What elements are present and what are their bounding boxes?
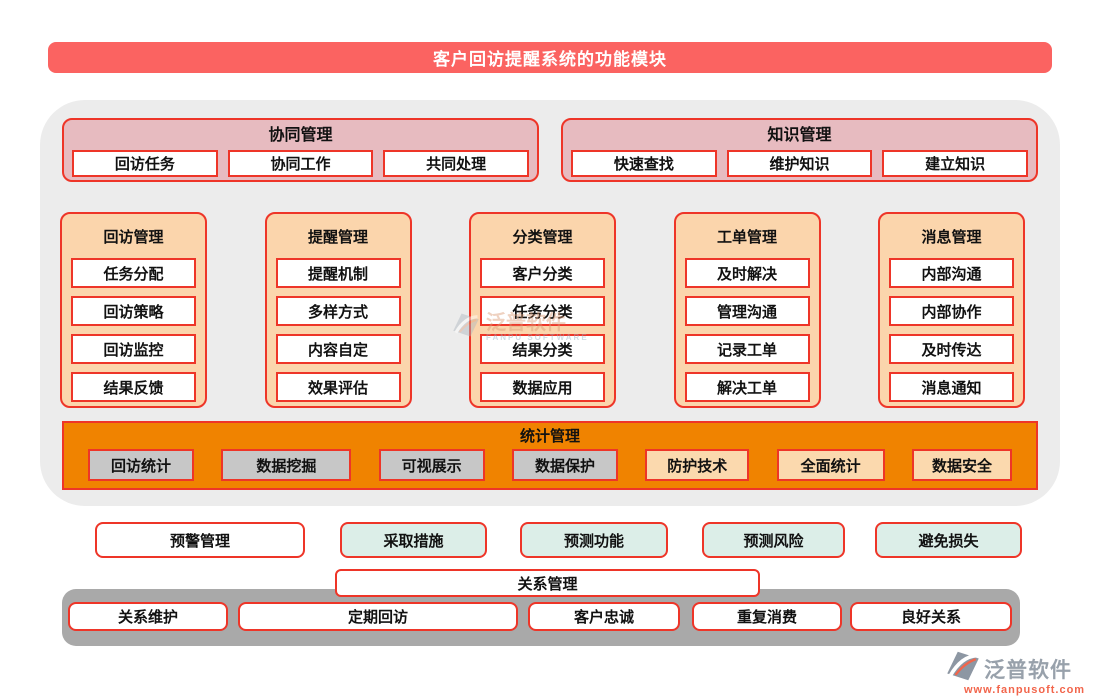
module-box: 重复消费 [692,602,842,631]
logo-text: 泛普软件 [984,658,1072,682]
module-box: 回访任务 [72,150,218,177]
fanpu-logo-icon [946,651,980,686]
module-box: 结果分类 [480,334,605,364]
module-box: 效果评估 [275,372,401,402]
columns-row: 回访管理 任务分配 回访策略 回访监控 结果反馈 提醒管理 提醒机制 多样方式 … [60,212,1025,408]
module-box: 及时传达 [889,334,1014,364]
module-box: 管理沟通 [684,296,810,326]
module-box: 良好关系 [850,602,1012,631]
module-box: 多样方式 [275,296,401,326]
column-items: 及时解决 管理沟通 记录工单 解决工单 [684,258,810,402]
group-items: 回访任务 协同工作 共同处理 [72,150,530,177]
module-box: 记录工单 [684,334,810,364]
forecast-risk-box: 预测风险 [702,522,845,558]
module-box: 回访监控 [71,334,196,364]
group-collaboration: 协同管理 回访任务 协同工作 共同处理 [62,118,539,182]
column-message-mgmt: 消息管理 内部沟通 内部协作 及时传达 消息通知 [878,212,1025,408]
column-header: 提醒管理 [307,229,368,246]
module-box: 任务分配 [71,258,196,288]
module-box: 全面统计 [776,449,885,481]
module-box: 快速查找 [571,150,717,177]
module-box: 维护知识 [726,150,873,177]
forecast-function-box: 预测功能 [520,522,668,558]
statistics-bar: 统计管理 回访统计 数据挖掘 可视展示 数据保护 防护技术 全面统计 数据安全 [62,421,1038,490]
module-box: 建立知识 [882,150,1029,177]
fanpu-logo: 泛普软件 www.fanpusoft.com [946,651,1096,696]
avoid-loss-box: 避免损失 [875,522,1022,558]
top-groups-row: 协同管理 回访任务 协同工作 共同处理 知识管理 快速查找 维护知识 建立知识 [62,118,1038,182]
column-visit-mgmt: 回访管理 任务分配 回访策略 回访监控 结果反馈 [60,212,207,408]
column-category-mgmt: 分类管理 客户分类 任务分类 结果分类 数据应用 [469,212,616,408]
module-box: 客户分类 [480,258,605,288]
module-box: 消息通知 [889,372,1014,402]
column-items: 内部沟通 内部协作 及时传达 消息通知 [889,258,1014,402]
relation-mgmt-header: 关系管理 [335,569,760,597]
modules-container: 协同管理 回访任务 协同工作 共同处理 知识管理 快速查找 维护知识 建立知识 … [40,100,1060,506]
group-header: 知识管理 [767,127,832,144]
column-header: 回访管理 [103,229,164,246]
module-box: 数据安全 [911,449,1012,481]
module-box: 共同处理 [383,150,530,177]
module-box: 回访策略 [71,296,196,326]
module-box: 解决工单 [684,372,810,402]
module-box: 内部沟通 [889,258,1014,288]
relation-bar: 关系维护 定期回访 客户忠诚 重复消费 良好关系 [62,589,1020,646]
group-header: 协同管理 [268,127,333,144]
module-box: 数据挖掘 [221,449,352,481]
column-items: 客户分类 任务分类 结果分类 数据应用 [480,258,605,402]
group-items: 快速查找 维护知识 建立知识 [571,150,1029,177]
module-box: 数据保护 [511,449,618,481]
module-box: 数据应用 [480,372,605,402]
column-header: 消息管理 [921,229,982,246]
statistics-header: 统计管理 [519,428,580,445]
module-box: 可视展示 [378,449,485,481]
module-box: 结果反馈 [71,372,196,402]
column-reminder-mgmt: 提醒管理 提醒机制 多样方式 内容自定 效果评估 [264,212,412,408]
take-measures-box: 采取措施 [340,522,487,558]
module-box: 及时解决 [684,258,810,288]
module-box: 关系维护 [68,602,228,631]
diagram-title: 客户回访提醒系统的功能模块 [48,42,1052,73]
module-box: 防护技术 [645,449,750,481]
module-box: 协同工作 [227,150,374,177]
module-box: 客户忠诚 [528,602,680,631]
module-box: 内容自定 [275,334,401,364]
module-box: 内部协作 [889,296,1014,326]
module-box: 提醒机制 [275,258,401,288]
column-workorder-mgmt: 工单管理 及时解决 管理沟通 记录工单 解决工单 [673,212,821,408]
column-items: 提醒机制 多样方式 内容自定 效果评估 [275,258,401,402]
logo-url: www.fanpusoft.com [964,684,1086,696]
column-header: 工单管理 [716,229,777,246]
module-box: 任务分类 [480,296,605,326]
module-box: 定期回访 [238,602,518,631]
statistics-items: 回访统计 数据挖掘 可视展示 数据保护 防护技术 全面统计 数据安全 [64,449,1036,481]
column-items: 任务分配 回访策略 回访监控 结果反馈 [71,258,196,402]
warning-mgmt-box: 预警管理 [95,522,305,558]
column-header: 分类管理 [512,229,573,246]
module-box: 回访统计 [88,449,194,481]
group-knowledge: 知识管理 快速查找 维护知识 建立知识 [561,118,1038,182]
